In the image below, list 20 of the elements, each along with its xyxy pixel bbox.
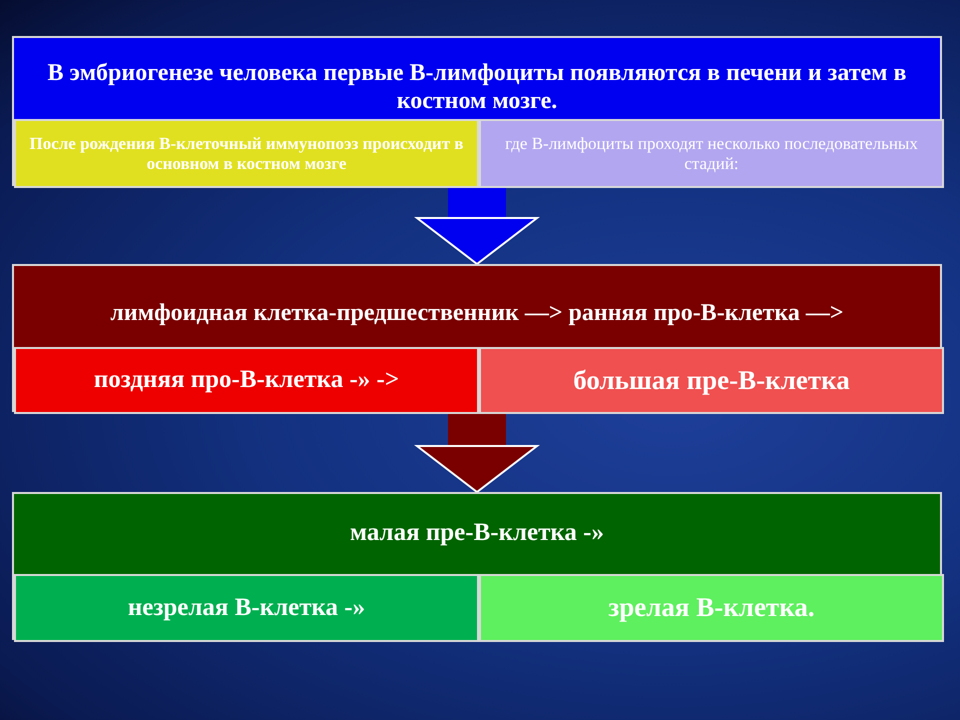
stage-text: большая пре-В-клетка: [573, 364, 850, 396]
stage-text: где В-лимфоциты проходят несколько последовательных стадий:: [504, 134, 919, 174]
stage-band: [12, 264, 942, 412]
stage-text: поздняя про-В-клетка -» ->: [94, 366, 400, 395]
band-heading: лимфоидная клетка-предшественник —> ранняя про-В-клетка —>: [110, 300, 844, 328]
stage-text: зрелая В-клетка.: [608, 592, 815, 624]
stage-band: [12, 36, 942, 186]
stage-box: [479, 574, 944, 642]
band-heading: малая пре-В-клетка -»: [350, 519, 604, 548]
stage-box: [14, 119, 479, 188]
stage-text: После рождения В-клеточный иммунопоэз происходит в основном в костном мозге: [28, 134, 464, 174]
block-arrow: [416, 412, 538, 493]
stage-box: [14, 347, 479, 414]
band-heading: В эмбриогенезе человека первые В-лимфоциты появляются в печени и затем в костном мозге.: [46, 60, 908, 116]
stage-box: [14, 574, 479, 642]
stage-band: [12, 492, 942, 640]
stage-text: незрелая В-клетка -»: [128, 594, 366, 622]
stage-box: [479, 119, 944, 188]
stage-box: [479, 347, 944, 414]
block-arrow: [416, 186, 538, 265]
